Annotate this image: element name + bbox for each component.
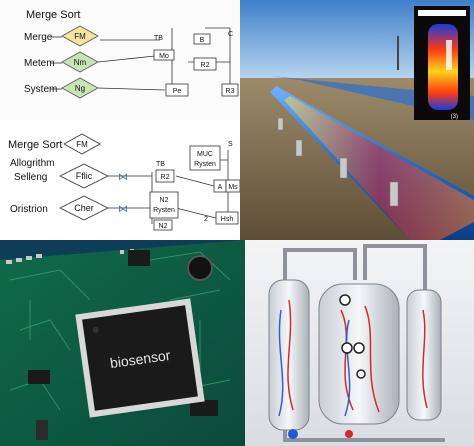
diamond-fm-top-label: FM	[74, 32, 86, 41]
box-r2-bottom-rect	[155, 169, 175, 183]
box-ms: Ms	[228, 184, 238, 191]
box-b-rect	[193, 33, 211, 45]
box-r3-rect	[221, 83, 239, 97]
diagram-title-top: Merge Sort	[26, 9, 80, 21]
label-system: System	[24, 84, 57, 95]
thermal-inset-caption: (3)	[451, 114, 458, 120]
thermal-scale	[446, 40, 452, 70]
box-b: B	[200, 37, 205, 44]
box-hsh-rect	[215, 211, 239, 225]
diamond-ng-label: Ng	[75, 84, 85, 93]
diamond-ng	[61, 77, 99, 99]
diagram-title-bottom: Merge Sort	[8, 139, 62, 151]
thermal-scale-bar	[418, 10, 466, 16]
main-vessel	[318, 283, 400, 425]
blue-fitting	[288, 429, 298, 439]
chip-pin1-dot	[92, 326, 99, 333]
box-c: C	[228, 31, 233, 38]
box-tb-top: TB	[154, 35, 163, 42]
diamond-nm-label: Nm	[74, 58, 87, 67]
box-muc: MUC	[197, 151, 213, 158]
label-oristrion: Oristrion	[10, 204, 48, 215]
red-fitting	[345, 430, 353, 438]
label-merge: Merge	[24, 32, 53, 43]
flow-lines	[278, 299, 428, 417]
diamond-cher-label: Cher	[74, 203, 94, 213]
bowtie-icon-2: ⋈	[118, 204, 128, 215]
capacitor	[187, 255, 213, 281]
small-ic-1	[28, 370, 50, 384]
box-muc-rysten: Rysten	[194, 161, 216, 168]
box-2: 2	[204, 216, 208, 223]
diamond-cher	[59, 195, 109, 221]
chip-body	[82, 305, 198, 411]
reactor-svg	[245, 240, 474, 446]
box-pe: Pe	[173, 88, 182, 95]
valves	[339, 294, 366, 379]
box-n2-b: N2	[159, 223, 168, 230]
pcb-photo-panel: biosensor	[0, 240, 245, 446]
box-rysten: Rysten	[153, 207, 175, 214]
flowchart-diagram-panel: Merge Sort Merge Metem System FM Nm Ng	[0, 0, 240, 240]
diagram-bottom-area	[0, 120, 240, 240]
box-mo-rect	[153, 49, 175, 61]
thermal-image	[428, 24, 458, 110]
crystal	[36, 420, 48, 440]
box-r2-top: R2	[201, 62, 210, 69]
pipe-supports	[277, 117, 399, 207]
diamond-fflic	[59, 163, 109, 189]
box-n2-a: N2	[160, 197, 169, 204]
box-r3: R3	[226, 88, 235, 95]
heat-band	[284, 96, 474, 240]
diamond-fm-bottom	[63, 133, 101, 155]
box-tb-bottom: TB	[156, 161, 165, 168]
box-pe-rect	[165, 83, 189, 97]
box-a: A	[218, 184, 223, 191]
small-ic-3	[128, 250, 150, 266]
small-ic-2	[190, 400, 218, 416]
box-muc-rect	[189, 145, 221, 171]
bowtie-icon-1: ⋈	[118, 172, 128, 183]
box-rysten-rect	[149, 191, 179, 219]
diamond-nm	[61, 51, 99, 73]
box-ms-rect	[225, 179, 240, 193]
diamond-fm-top	[61, 25, 99, 47]
pipeline-photo-panel: (3)	[240, 0, 474, 240]
label-selleng: Selleng	[14, 172, 47, 183]
label-metem: Metem	[24, 58, 55, 69]
box-hsh: Hsh	[221, 216, 234, 223]
pcb-svg: biosensor	[0, 240, 245, 446]
box-s: S	[228, 141, 233, 148]
box-mo: Mo	[159, 53, 169, 60]
diamond-fflic-label: Fflic	[76, 171, 93, 181]
box-r2-top-rect	[193, 57, 217, 71]
reactor-photo-panel	[245, 240, 474, 446]
biosensor-chip: biosensor	[75, 298, 205, 418]
box-r2-bottom: R2	[161, 174, 170, 181]
diamond-fm-bottom-label: FM	[76, 140, 88, 149]
pipeline-svg: (3)	[240, 0, 474, 240]
label-allogrithm: Allogrithm	[10, 158, 54, 169]
flowchart-svg: Merge Sort Merge Metem System FM Nm Ng	[0, 0, 240, 240]
box-n2-b-rect	[153, 219, 173, 231]
